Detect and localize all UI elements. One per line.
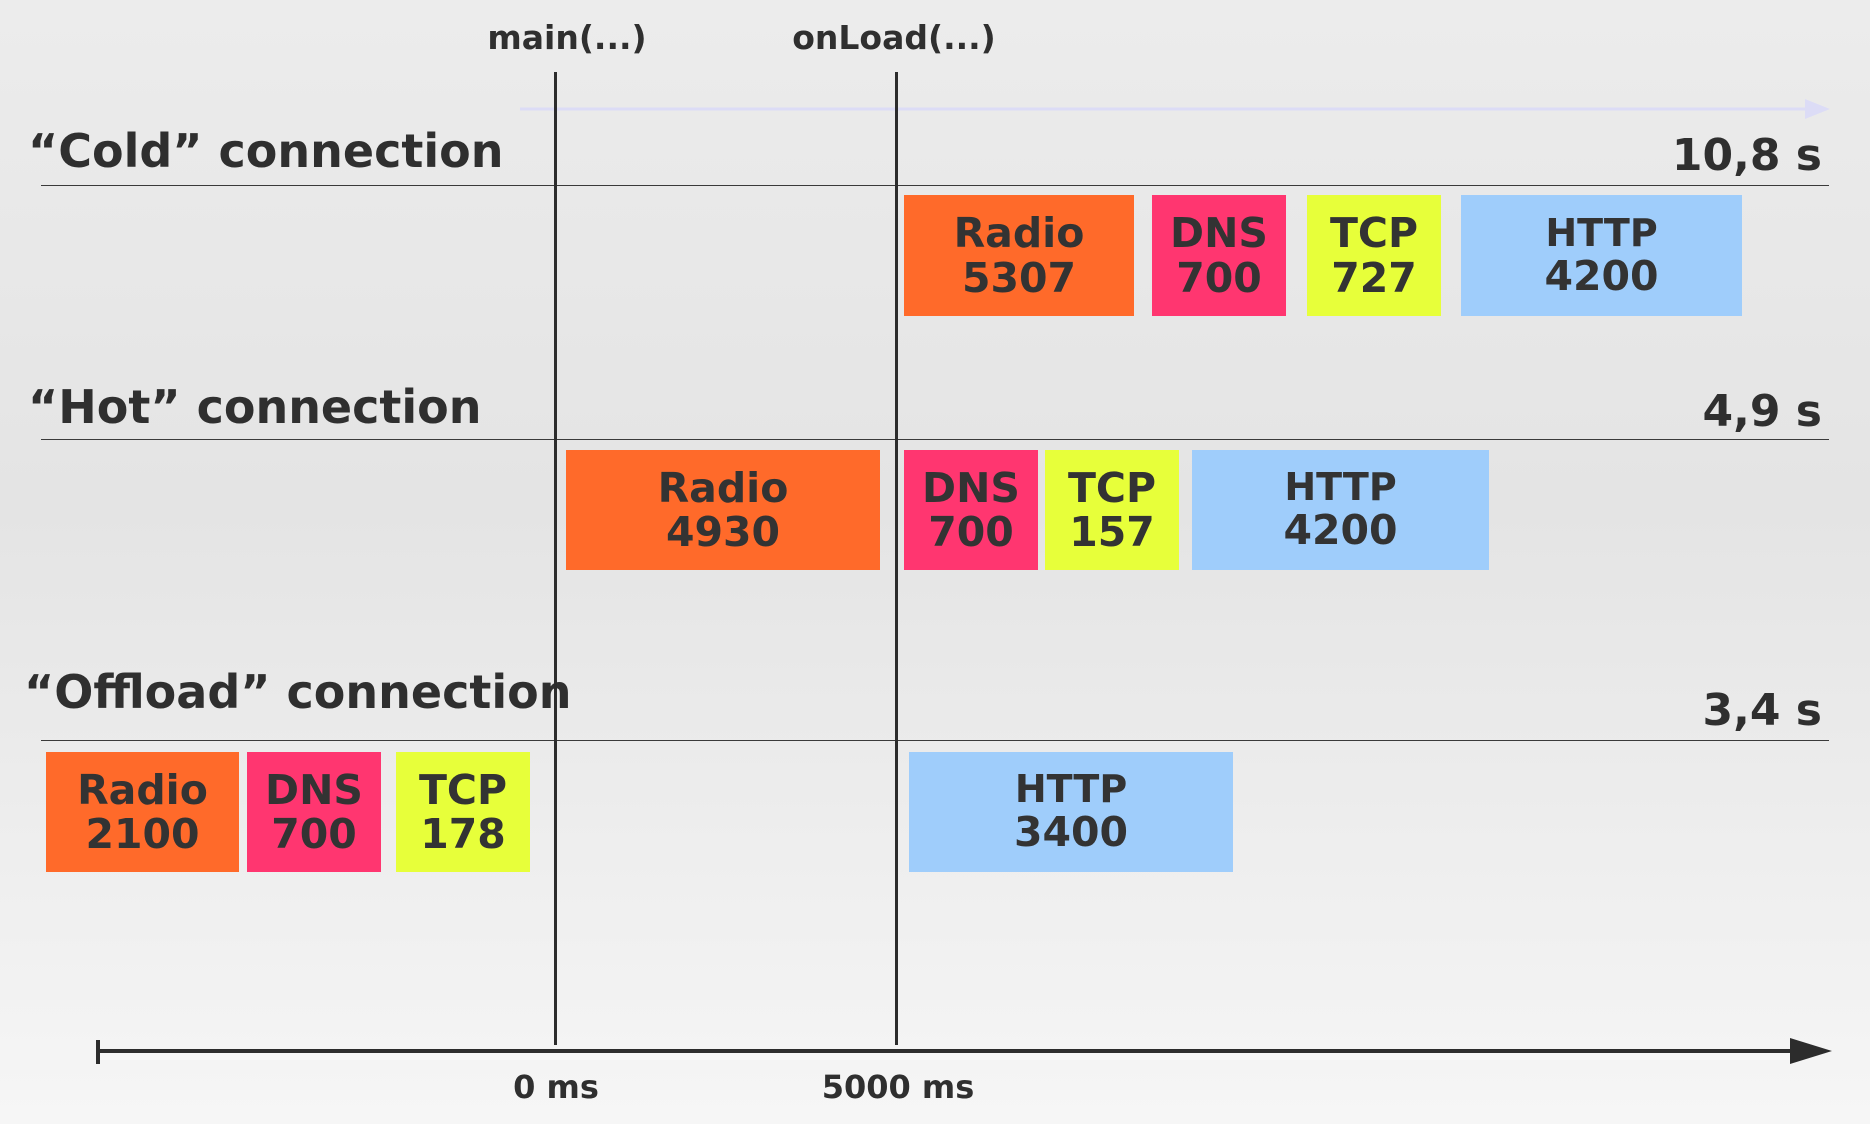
block-value: 178 <box>420 810 506 858</box>
marker-main-label: main(...) <box>487 18 647 57</box>
block-label: HTTP <box>1284 465 1397 510</box>
row-total-offload: 3,4 s <box>1702 685 1822 736</box>
block-value: 4200 <box>1283 506 1398 555</box>
row-divider-hot <box>41 439 1829 440</box>
timeline-axis-arrow <box>96 1038 1832 1064</box>
block-value: 4200 <box>1544 251 1659 300</box>
row-title-offload: “Offload” connection <box>24 665 572 719</box>
block-label: Radio <box>657 463 789 512</box>
hot-dns-block: DNS 700 <box>904 450 1038 570</box>
block-value: 700 <box>1176 253 1262 302</box>
block-value: 3400 <box>1013 808 1129 857</box>
offload-radio-block: Radio 2100 <box>46 752 239 872</box>
axis-tick-0ms: 0 ms <box>513 1068 599 1106</box>
block-label: HTTP <box>1545 210 1658 255</box>
block-value: 157 <box>1069 508 1155 556</box>
block-label: TCP <box>418 765 508 814</box>
cold-radio-block: Radio 5307 <box>904 195 1134 316</box>
marker-onload-line <box>895 72 898 1045</box>
hot-http-block: HTTP 4200 <box>1192 450 1489 570</box>
offload-http-block: HTTP 3400 <box>909 752 1233 872</box>
offload-tcp-block: TCP 178 <box>396 752 530 872</box>
cold-dns-block: DNS 700 <box>1152 195 1286 316</box>
row-total-hot: 4,9 s <box>1702 386 1822 437</box>
cold-tcp-block: TCP 727 <box>1307 195 1441 316</box>
cold-http-block: HTTP 4200 <box>1461 195 1742 316</box>
block-label: Radio <box>953 209 1085 258</box>
row-title-cold: “Cold” connection <box>28 124 504 178</box>
block-label: DNS <box>1170 209 1268 258</box>
offload-dns-block: DNS 700 <box>247 752 381 872</box>
block-label: Radio <box>77 765 208 814</box>
marker-onload-label: onLoad(...) <box>792 18 996 57</box>
faint-top-arrow <box>520 99 1830 119</box>
block-value: 2100 <box>85 810 200 858</box>
row-total-cold: 10,8 s <box>1671 130 1822 181</box>
row-divider-cold <box>41 185 1829 186</box>
block-label: DNS <box>922 463 1020 512</box>
hot-radio-block: Radio 4930 <box>566 450 880 570</box>
block-label: TCP <box>1067 463 1157 512</box>
hot-tcp-block: TCP 157 <box>1045 450 1179 570</box>
block-value: 727 <box>1331 253 1417 302</box>
row-title-hot: “Hot” connection <box>28 380 482 434</box>
row-divider-offload <box>41 740 1829 741</box>
block-value: 700 <box>928 508 1014 556</box>
marker-main-line <box>554 72 557 1045</box>
block-label: DNS <box>265 765 363 814</box>
block-value: 5307 <box>961 253 1077 302</box>
block-value: 700 <box>271 810 357 858</box>
block-label: HTTP <box>1014 767 1128 812</box>
block-label: TCP <box>1329 209 1419 258</box>
axis-tick-5000ms: 5000 ms <box>821 1068 975 1106</box>
block-value: 4930 <box>665 508 781 556</box>
